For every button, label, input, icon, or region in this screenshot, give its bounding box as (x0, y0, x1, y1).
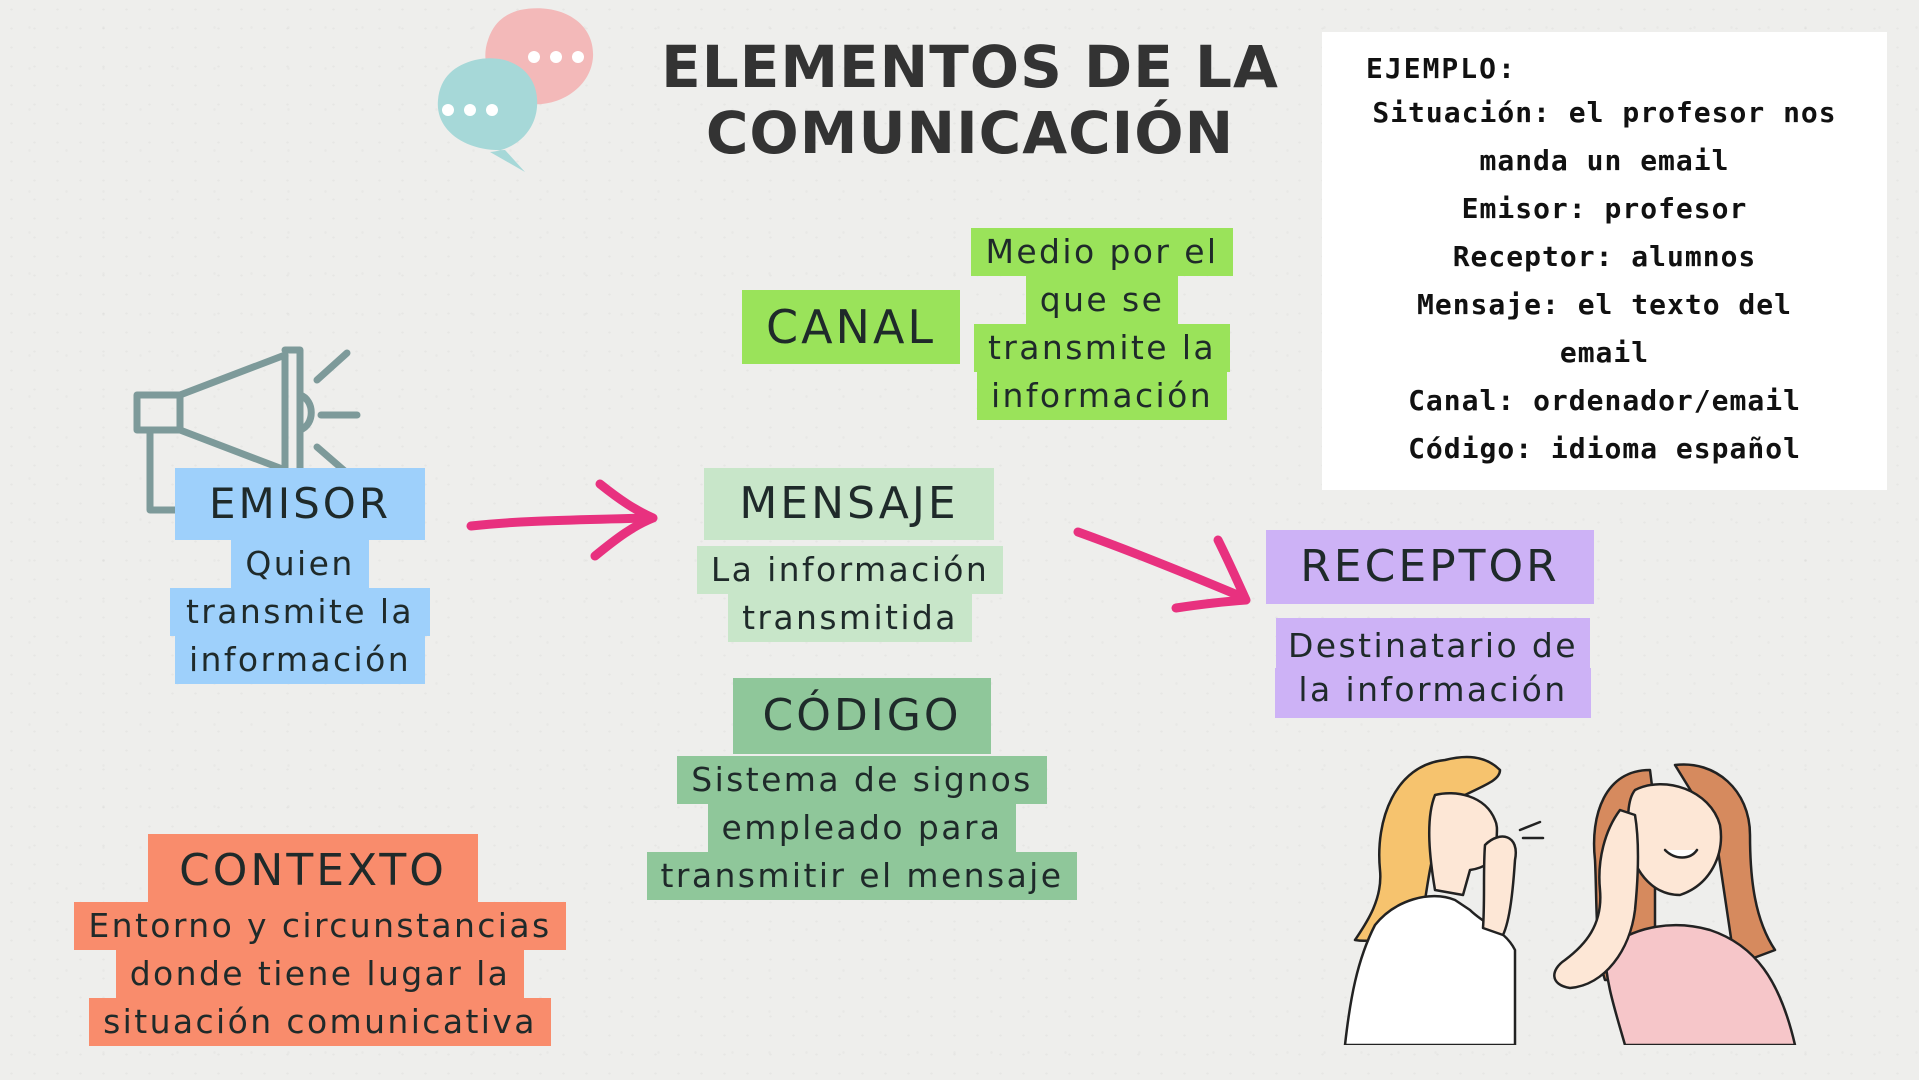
title-line-1: ELEMENTOS DE LA (661, 33, 1279, 101)
contexto-description: Entorno y circunstancias donde tiene lug… (60, 902, 580, 1046)
receptor-desc-line: Destinatario de (1276, 618, 1590, 668)
contexto-desc-line: donde tiene lugar la (115, 950, 525, 998)
canal-desc-line: Medio por el (971, 228, 1233, 276)
page-title: ELEMENTOS DE LA COMUNICACIÓN (560, 34, 1380, 166)
mensaje-description: La información transmitida (680, 546, 1020, 642)
canal-description: Medio por el que se transmite la informa… (962, 228, 1242, 420)
codigo-description: Sistema de signos empleado para transmit… (630, 756, 1094, 900)
arrow-icon (1073, 527, 1251, 613)
title-line-2: COMUNICACIÓN (705, 99, 1235, 167)
emisor-description: Quien transmite la información (150, 540, 450, 684)
example-line: Situación: el profesor nos (1372, 96, 1837, 129)
example-line: Canal: ordenador/email (1408, 384, 1801, 417)
emisor-desc-line: información (174, 636, 426, 684)
contexto-title: CONTEXTO (148, 834, 478, 904)
canal-title: CANAL (742, 290, 960, 364)
codigo-desc-line: empleado para (707, 804, 1017, 852)
example-box: EJEMPLO: Situación: el profesor nos mand… (1322, 32, 1887, 490)
example-heading: EJEMPLO: (1366, 52, 1517, 85)
emisor-desc-line: Quien (231, 540, 369, 588)
example-line: manda un email (1479, 144, 1730, 177)
example-line: Código: idioma español (1408, 432, 1801, 465)
receptor-desc-line: la información (1275, 668, 1591, 718)
receptor-description: Destinatario de la información (1266, 618, 1600, 718)
canal-desc-line: información (976, 372, 1228, 420)
mensaje-desc-line: transmitida (728, 594, 972, 642)
speech-bubbles-icon (437, 8, 594, 173)
example-line: email (1559, 336, 1650, 369)
example-line: Mensaje: el texto del (1416, 288, 1792, 321)
contexto-desc-line: situación comunicativa (89, 998, 551, 1046)
codigo-title: CÓDIGO (733, 678, 991, 754)
canal-desc-line: que se (1025, 276, 1179, 324)
whispering-people-illustration (1343, 755, 1797, 1045)
codigo-desc-line: Sistema de signos (677, 756, 1047, 804)
emisor-title: EMISOR (175, 468, 425, 540)
codigo-desc-line: transmitir el mensaje (646, 852, 1078, 900)
mensaje-desc-line: La información (696, 546, 1004, 594)
emisor-desc-line: transmite la (169, 588, 431, 636)
mensaje-title: MENSAJE (704, 468, 994, 540)
canal-desc-line: transmite la (973, 324, 1231, 372)
example-line: Receptor: alumnos (1452, 240, 1757, 273)
contexto-desc-line: Entorno y circunstancias (74, 902, 566, 950)
receptor-title: RECEPTOR (1266, 530, 1594, 604)
arrow-icon (466, 479, 658, 561)
megaphone-icon (133, 346, 361, 514)
example-line: Emisor: profesor (1461, 192, 1748, 225)
